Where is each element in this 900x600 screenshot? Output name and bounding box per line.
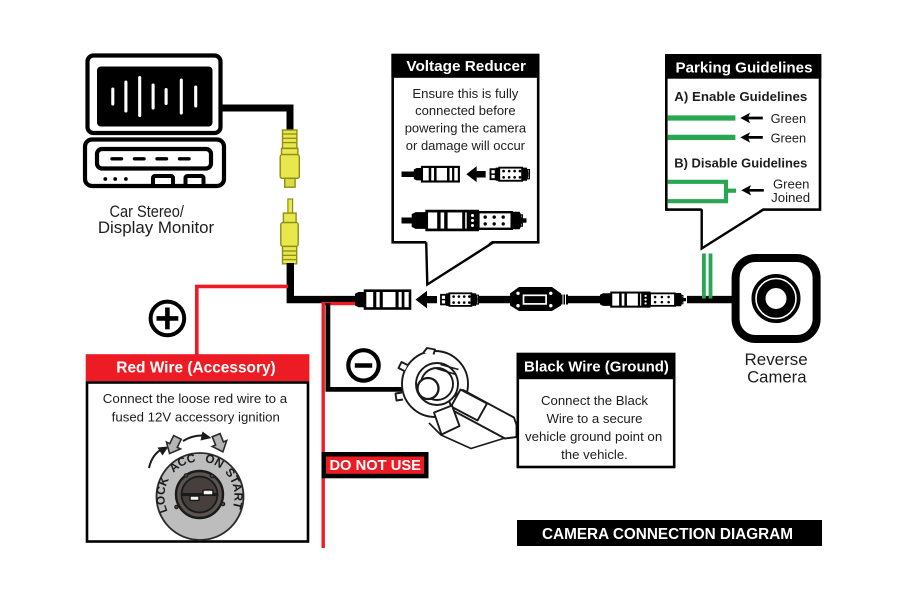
svg-text:Wire to a secure: Wire to a secure — [546, 411, 642, 426]
svg-text:the vehicle.: the vehicle. — [561, 447, 628, 462]
svg-text:Voltage Reducer: Voltage Reducer — [406, 58, 526, 75]
svg-text:Green: Green — [773, 176, 809, 191]
svg-text:Joined: Joined — [771, 190, 810, 205]
svg-text:Green: Green — [771, 111, 807, 126]
svg-text:Display Monitor: Display Monitor — [98, 218, 215, 237]
svg-text:Connect the loose red wire to: Connect the loose red wire to a — [103, 391, 288, 406]
svg-text:A) Enable Guidelines: A) Enable Guidelines — [674, 89, 807, 104]
svg-text:Black Wire (Ground): Black Wire (Ground) — [524, 359, 669, 376]
svg-text:Parking Guidelines: Parking Guidelines — [676, 60, 813, 77]
svg-text:DO NOT USE: DO NOT USE — [329, 457, 421, 474]
svg-text:fused 12V accessory ignition: fused 12V accessory ignition — [112, 410, 280, 425]
svg-text:Red Wire (Accessory): Red Wire (Accessory) — [116, 360, 275, 377]
svg-text:Car Stereo/: Car Stereo/ — [110, 202, 185, 221]
svg-text:or damage will occur: or damage will occur — [406, 138, 526, 153]
svg-text:vehicle ground point on: vehicle ground point on — [525, 429, 662, 444]
svg-text:Camera: Camera — [747, 368, 807, 387]
svg-text:connected before: connected before — [415, 103, 515, 118]
svg-text:powering the camera: powering the camera — [405, 121, 527, 136]
svg-text:Ensure this is fully: Ensure this is fully — [412, 86, 519, 101]
svg-text:CAMERA CONNECTION DIAGRAM: CAMERA CONNECTION DIAGRAM — [542, 526, 793, 543]
svg-text:Green: Green — [771, 130, 807, 145]
svg-text:Reverse: Reverse — [745, 350, 808, 369]
svg-text:Connect the Black: Connect the Black — [541, 393, 648, 408]
svg-text:B) Disable Guidelines: B) Disable Guidelines — [674, 156, 807, 171]
